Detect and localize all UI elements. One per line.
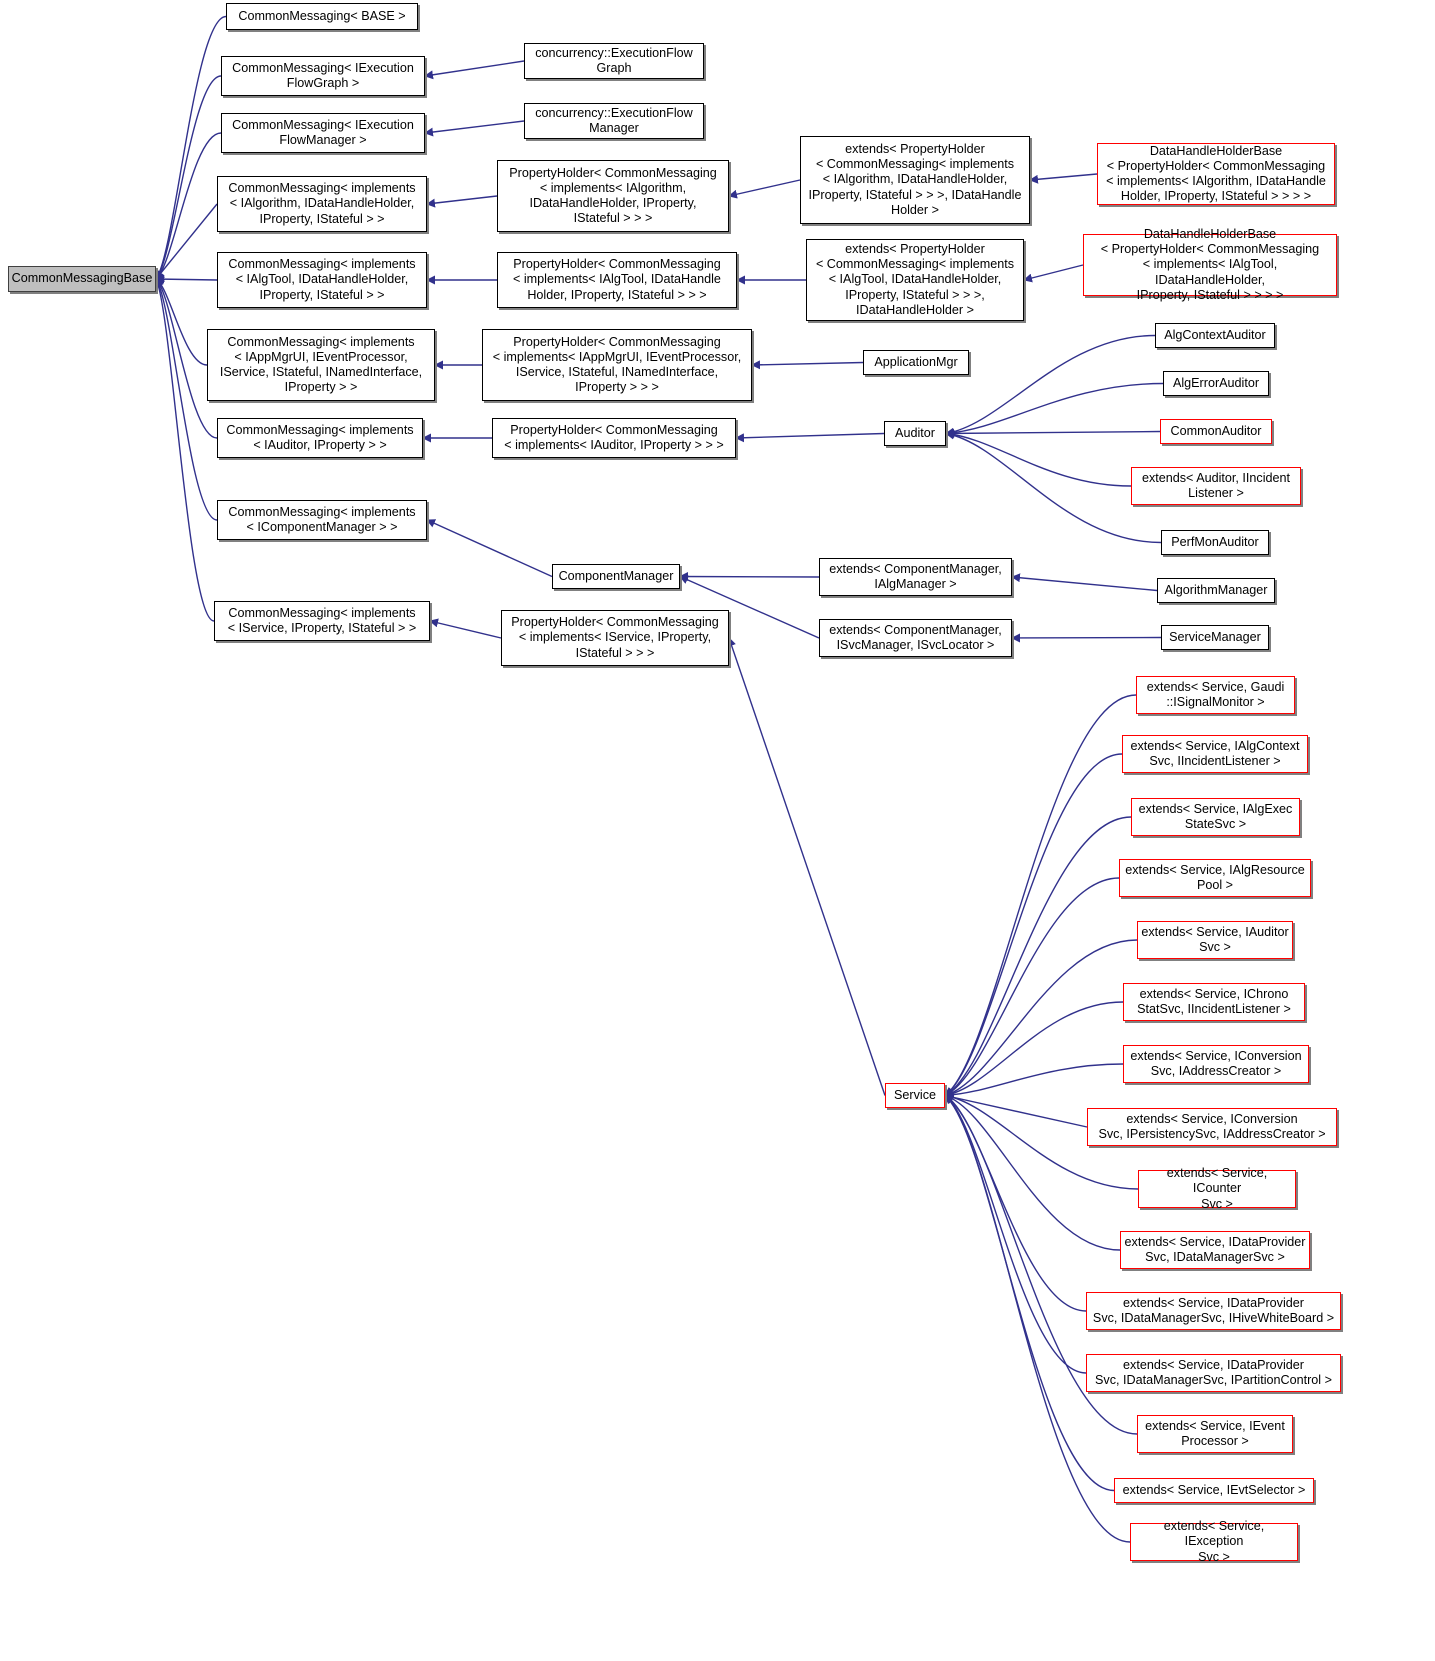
class-node[interactable]: PropertyHolder< CommonMessaging < implem… <box>501 610 729 666</box>
inheritance-edge <box>945 430 1162 544</box>
inheritance-edge <box>426 195 498 208</box>
inheritance-edge <box>1011 633 1162 643</box>
class-node[interactable]: extends< Service, IAlgResource Pool > <box>1119 859 1311 897</box>
inheritance-edge <box>728 179 801 199</box>
class-node[interactable]: extends< Service, IException Svc > <box>1130 1519 1298 1564</box>
inheritance-edge <box>424 60 525 80</box>
class-node[interactable]: CommonMessaging< implements < IAppMgrUI,… <box>207 329 435 401</box>
class-node[interactable]: ServiceManager <box>1161 625 1269 650</box>
class-node[interactable]: CommonMessaging< implements < IAuditor, … <box>217 418 423 458</box>
inheritance-edge <box>155 75 222 280</box>
inheritance-edge <box>1029 173 1098 184</box>
inheritance-edge <box>944 1092 1088 1128</box>
class-node[interactable]: extends< PropertyHolder < CommonMessagin… <box>800 136 1030 224</box>
class-node[interactable]: CommonMessagingBase <box>8 266 156 292</box>
class-node[interactable]: extends< Service, IAuditor Svc > <box>1137 921 1293 959</box>
class-node[interactable]: extends< Service, IAlgContext Svc, IInci… <box>1122 735 1308 773</box>
inheritance-edge <box>155 278 215 622</box>
inheritance-edge <box>944 877 1120 1097</box>
class-node[interactable]: extends< Auditor, IIncident Listener > <box>1131 467 1301 505</box>
class-node[interactable]: Auditor <box>884 421 946 446</box>
class-node[interactable]: Service <box>885 1083 945 1108</box>
class-node[interactable]: PropertyHolder< CommonMessaging < implem… <box>482 329 752 401</box>
class-node[interactable]: CommonMessaging< IExecution FlowGraph > <box>221 56 425 96</box>
class-node[interactable]: CommonAuditor <box>1160 419 1272 444</box>
inheritance-edge <box>155 278 208 366</box>
class-node[interactable]: CommonMessaging< BASE > <box>226 3 418 30</box>
inheritance-edge <box>944 1094 1087 1312</box>
inheritance-edge <box>155 15 227 280</box>
class-node[interactable]: PropertyHolder< CommonMessaging < implem… <box>492 418 736 458</box>
inheritance-edge <box>944 816 1132 1097</box>
class-node[interactable]: extends< ComponentManager, ISvcManager, … <box>819 619 1012 657</box>
class-node[interactable]: CommonMessaging< implements < IComponent… <box>217 500 427 540</box>
class-node[interactable]: DataHandleHolderBase < PropertyHolder< C… <box>1097 143 1335 205</box>
class-node[interactable]: CommonMessaging< implements < IAlgTool, … <box>217 252 427 308</box>
class-node[interactable]: ComponentManager <box>552 564 680 589</box>
class-node[interactable]: extends< Service, IEvtSelector > <box>1114 1478 1314 1503</box>
class-node[interactable]: PropertyHolder< CommonMessaging < implem… <box>497 160 729 232</box>
class-node[interactable]: extends< Service, ICounter Svc > <box>1138 1166 1296 1211</box>
class-node[interactable]: extends< Service, IDataProvider Svc, IDa… <box>1086 1354 1341 1392</box>
inheritance-edge <box>155 203 218 280</box>
inheritance-edge <box>945 428 1161 438</box>
inheritance-edge <box>945 429 1132 487</box>
inheritance-edge <box>944 1001 1124 1099</box>
inheritance-edge <box>727 637 886 1096</box>
inheritance-edge <box>429 618 502 639</box>
class-node[interactable]: extends< Service, IDataProvider Svc, IDa… <box>1120 1231 1310 1269</box>
class-node[interactable]: concurrency::ExecutionFlow Graph <box>524 43 704 79</box>
class-node[interactable]: CommonMessaging< implements < IAlgorithm… <box>217 176 427 232</box>
inheritance-edge <box>944 694 1137 1097</box>
class-node[interactable]: CommonMessaging< implements < IService, … <box>214 601 430 641</box>
class-node[interactable]: extends< PropertyHolder < CommonMessagin… <box>806 239 1024 321</box>
class-node[interactable]: AlgErrorAuditor <box>1163 371 1269 396</box>
inheritance-edge <box>424 120 525 137</box>
inheritance-edge <box>944 753 1123 1097</box>
class-node[interactable]: extends< Service, IChrono StatSvc, IInci… <box>1123 983 1305 1021</box>
class-node[interactable]: extends< Service, IAlgExec StateSvc > <box>1131 798 1300 836</box>
class-node[interactable]: extends< ComponentManager, IAlgManager > <box>819 558 1012 596</box>
inheritance-edge <box>945 334 1156 437</box>
class-node[interactable]: extends< Service, IConversion Svc, IPers… <box>1087 1108 1337 1146</box>
inheritance-edge <box>155 274 218 284</box>
inheritance-edge <box>944 939 1138 1098</box>
class-node[interactable]: PropertyHolder< CommonMessaging < implem… <box>497 252 737 308</box>
inheritance-edge <box>679 572 820 582</box>
inheritance-edge <box>735 432 885 443</box>
inheritance-edge <box>155 132 222 280</box>
class-node[interactable]: CommonMessaging< IExecution FlowManager … <box>221 113 425 153</box>
class-node[interactable]: AlgContextAuditor <box>1155 323 1275 348</box>
inheritance-edge <box>944 1094 1087 1374</box>
class-node[interactable]: PerfMonAuditor <box>1161 530 1269 555</box>
class-node[interactable]: extends< Service, IDataProvider Svc, IDa… <box>1086 1292 1341 1330</box>
class-node[interactable]: extends< Service, IConversion Svc, IAddr… <box>1123 1045 1309 1083</box>
inheritance-edge <box>426 519 553 578</box>
class-node[interactable]: extends< Service, Gaudi ::ISignalMonitor… <box>1136 676 1295 714</box>
inheritance-edge <box>945 382 1164 438</box>
class-node[interactable]: DataHandleHolderBase < PropertyHolder< C… <box>1083 227 1337 302</box>
class-node[interactable]: AlgorithmManager <box>1157 578 1275 603</box>
class-node[interactable]: extends< Service, IEvent Processor > <box>1137 1415 1293 1453</box>
inheritance-edge <box>1011 573 1158 592</box>
inheritance-edge <box>1023 264 1084 283</box>
class-node[interactable]: concurrency::ExecutionFlow Manager <box>524 103 704 139</box>
inheritance-edge <box>944 1063 1124 1100</box>
inheritance-edge <box>751 360 864 370</box>
class-node[interactable]: ApplicationMgr <box>863 350 969 375</box>
